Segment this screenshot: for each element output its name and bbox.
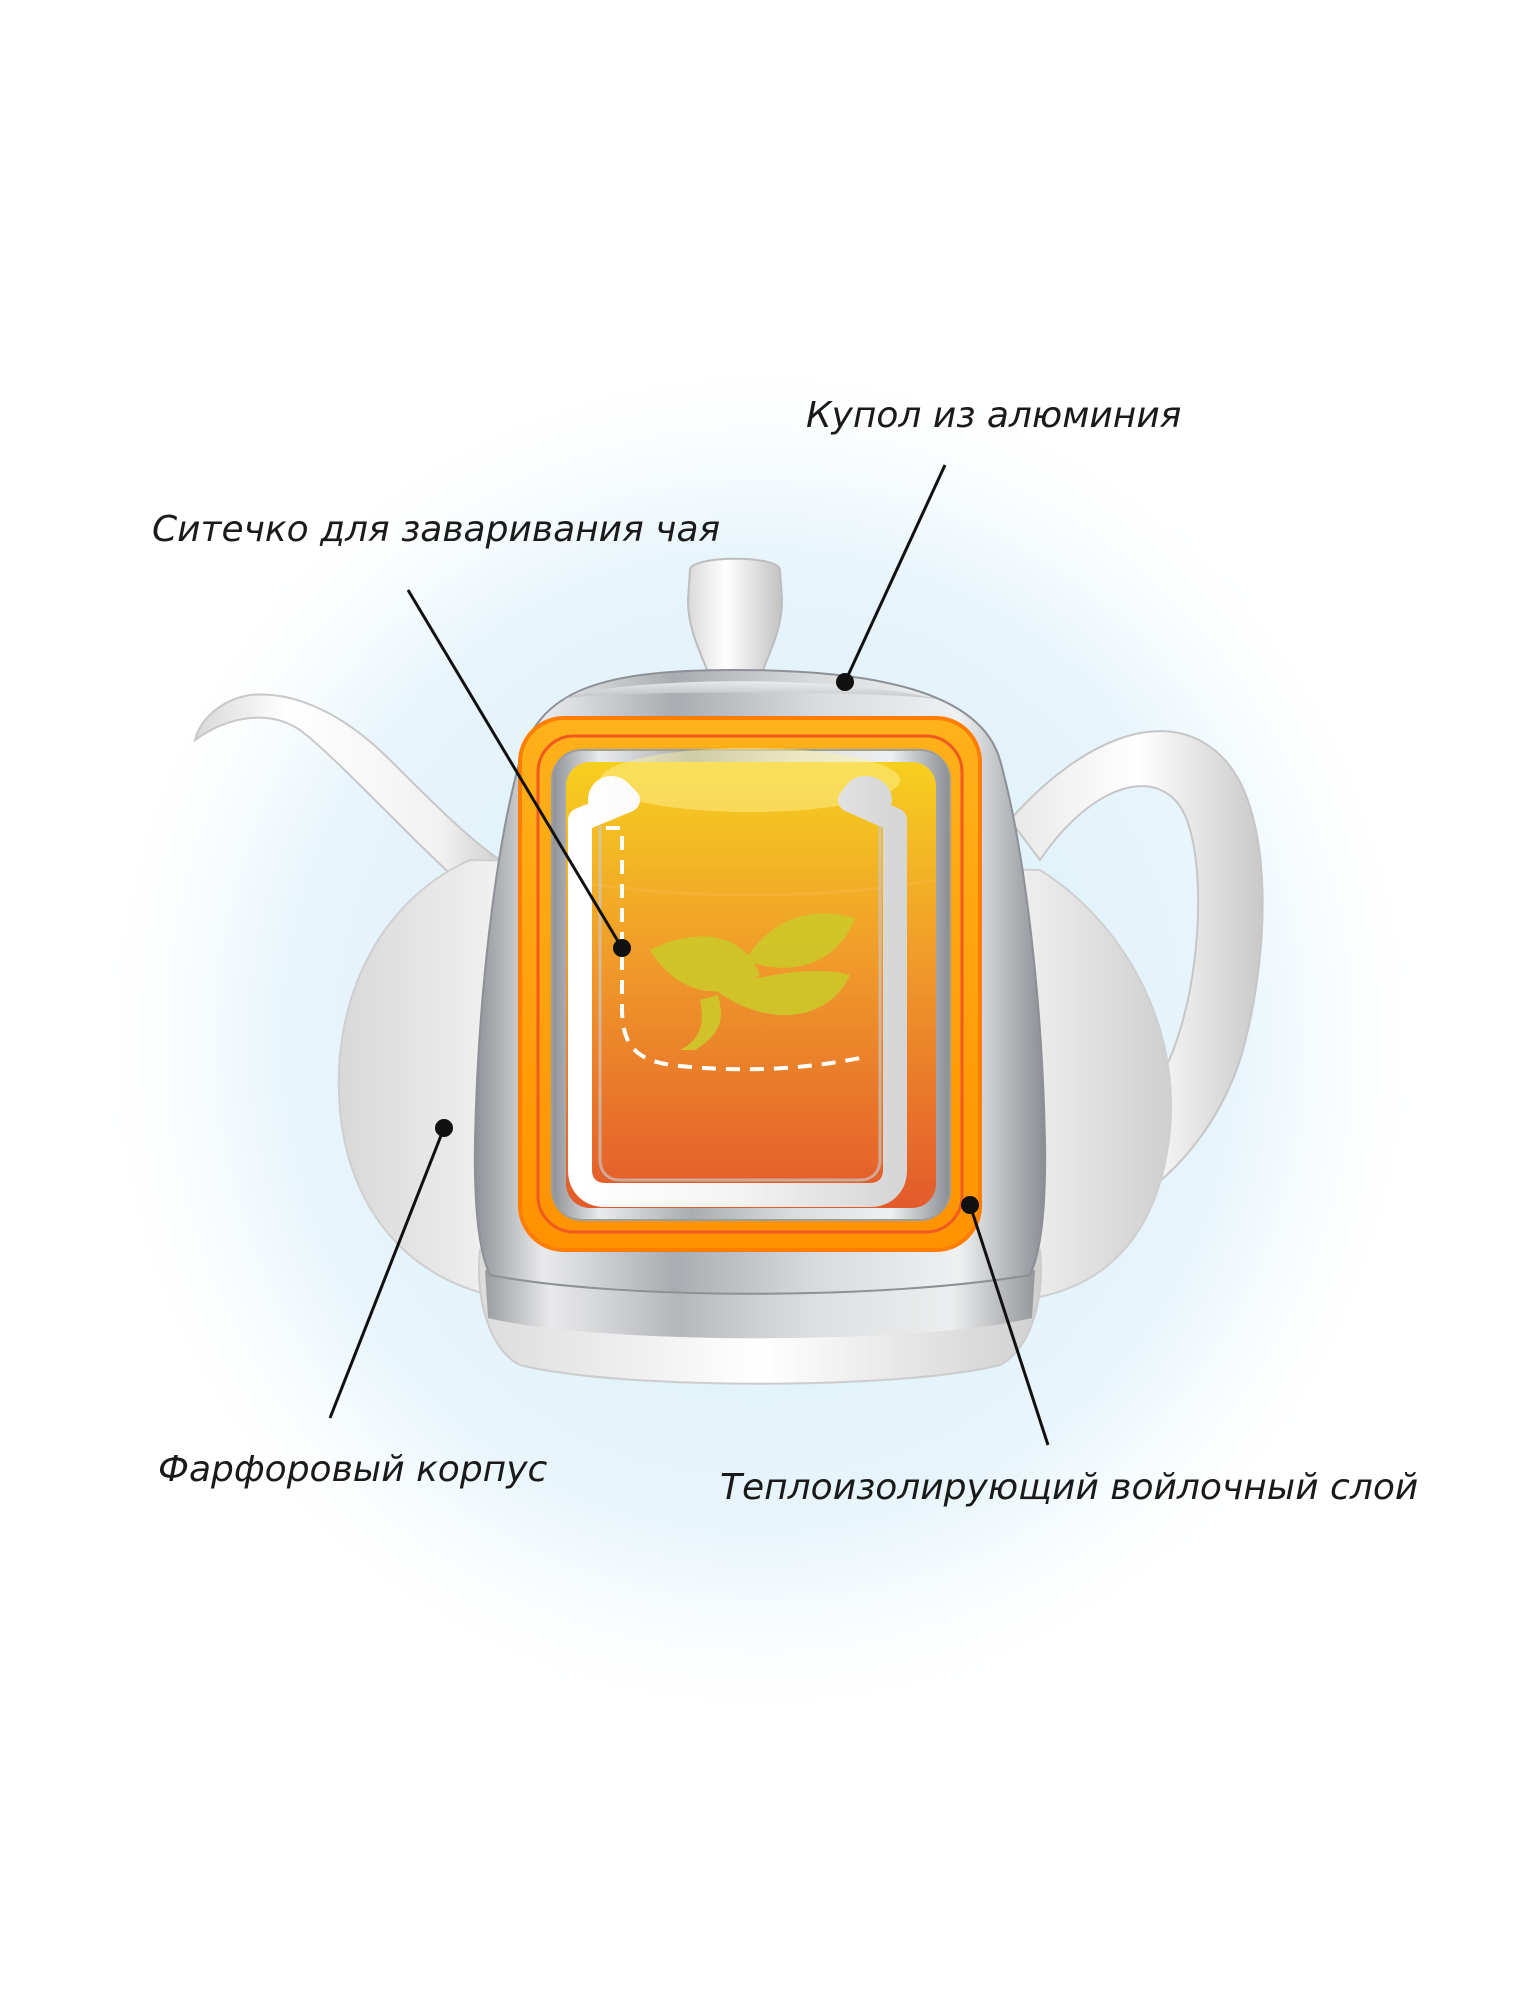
label-aluminium-dome: Купол из алюминия [806, 395, 1182, 436]
label-felt-layer: Теплоизолирующий войлочный слой [720, 1467, 1419, 1508]
strainer-dashed-outline [606, 826, 861, 1072]
callout-line-strainer [406, 589, 624, 949]
callout-dot-body [435, 1119, 453, 1137]
tea-leaf-icon [650, 913, 855, 1050]
callout-line-felt [968, 1204, 1050, 1446]
label-tea-strainer: Ситечко для заваривания чая [152, 509, 721, 550]
callout-line-body [328, 1127, 446, 1419]
callout-line-dome [843, 464, 947, 683]
callout-dot-felt [961, 1196, 979, 1214]
callout-dot-strainer [613, 939, 631, 957]
callout-dots [435, 673, 979, 1214]
lid-knob [686, 557, 784, 691]
callout-dot-dome [836, 673, 854, 691]
base-metal-band [485, 1270, 1035, 1339]
callout-lines [328, 464, 1050, 1446]
label-porcelain-body: Фарфоровый корпус [158, 1449, 548, 1490]
tea-strainer [568, 776, 907, 1207]
